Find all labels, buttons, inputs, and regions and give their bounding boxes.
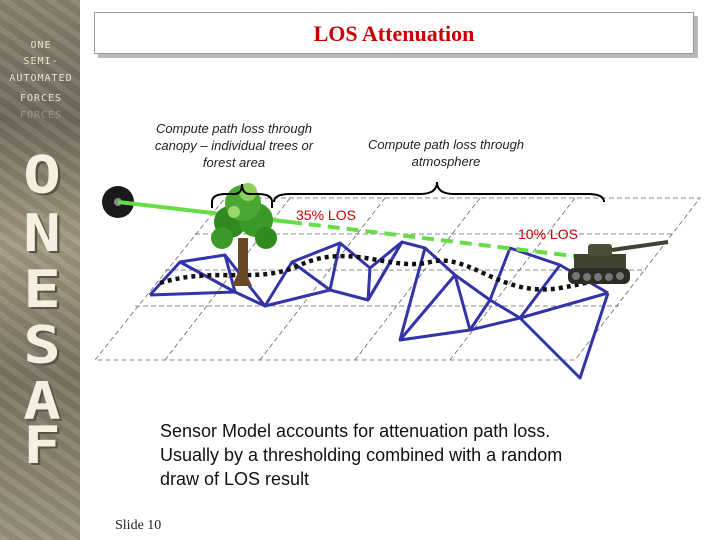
los-35-label: 35% LOS [296,207,356,223]
los-line-dashed [289,220,591,260]
logo-line-automated: AUTOMATED [9,73,73,84]
canopy-label: Compute path loss through canopy – indiv… [154,121,314,170]
sidebar-letter-o: O [23,146,61,206]
atmosphere-label: Compute path loss through atmosphere [367,137,525,169]
ground-grid [94,197,701,361]
canopy-brace [211,183,273,208]
onesaf-sidebar: ONE SEMI- AUTOMATED FORCES FORCES O N E … [0,0,80,540]
sidebar-letter-s: S [23,316,61,376]
sidebar-letter-a: A [23,372,61,432]
terrain-mesh [148,240,610,380]
slide-number: Slide 10 [115,518,162,533]
sidebar-letter-n: N [23,204,61,264]
tree-icon [211,183,277,286]
logo-line-semi: SEMI- [23,56,59,67]
title-box: LOS Attenuation [94,12,694,54]
logo-line-forces: FORCES [19,93,63,104]
tank-icon [568,240,669,284]
los-10-label: 10% LOS [518,226,578,242]
logo-line-one: ONE [30,40,52,51]
sidebar-letter-f: F [23,416,61,476]
slide-title: LOS Attenuation [313,21,475,46]
atmosphere-brace [273,181,605,203]
sensor-model-caption: Sensor Model accounts for attenuation pa… [160,421,563,489]
terrain-path [159,253,621,292]
sidebar-letter-e: E [23,260,61,320]
logo-line-forces-faded: FORCES [19,110,63,121]
